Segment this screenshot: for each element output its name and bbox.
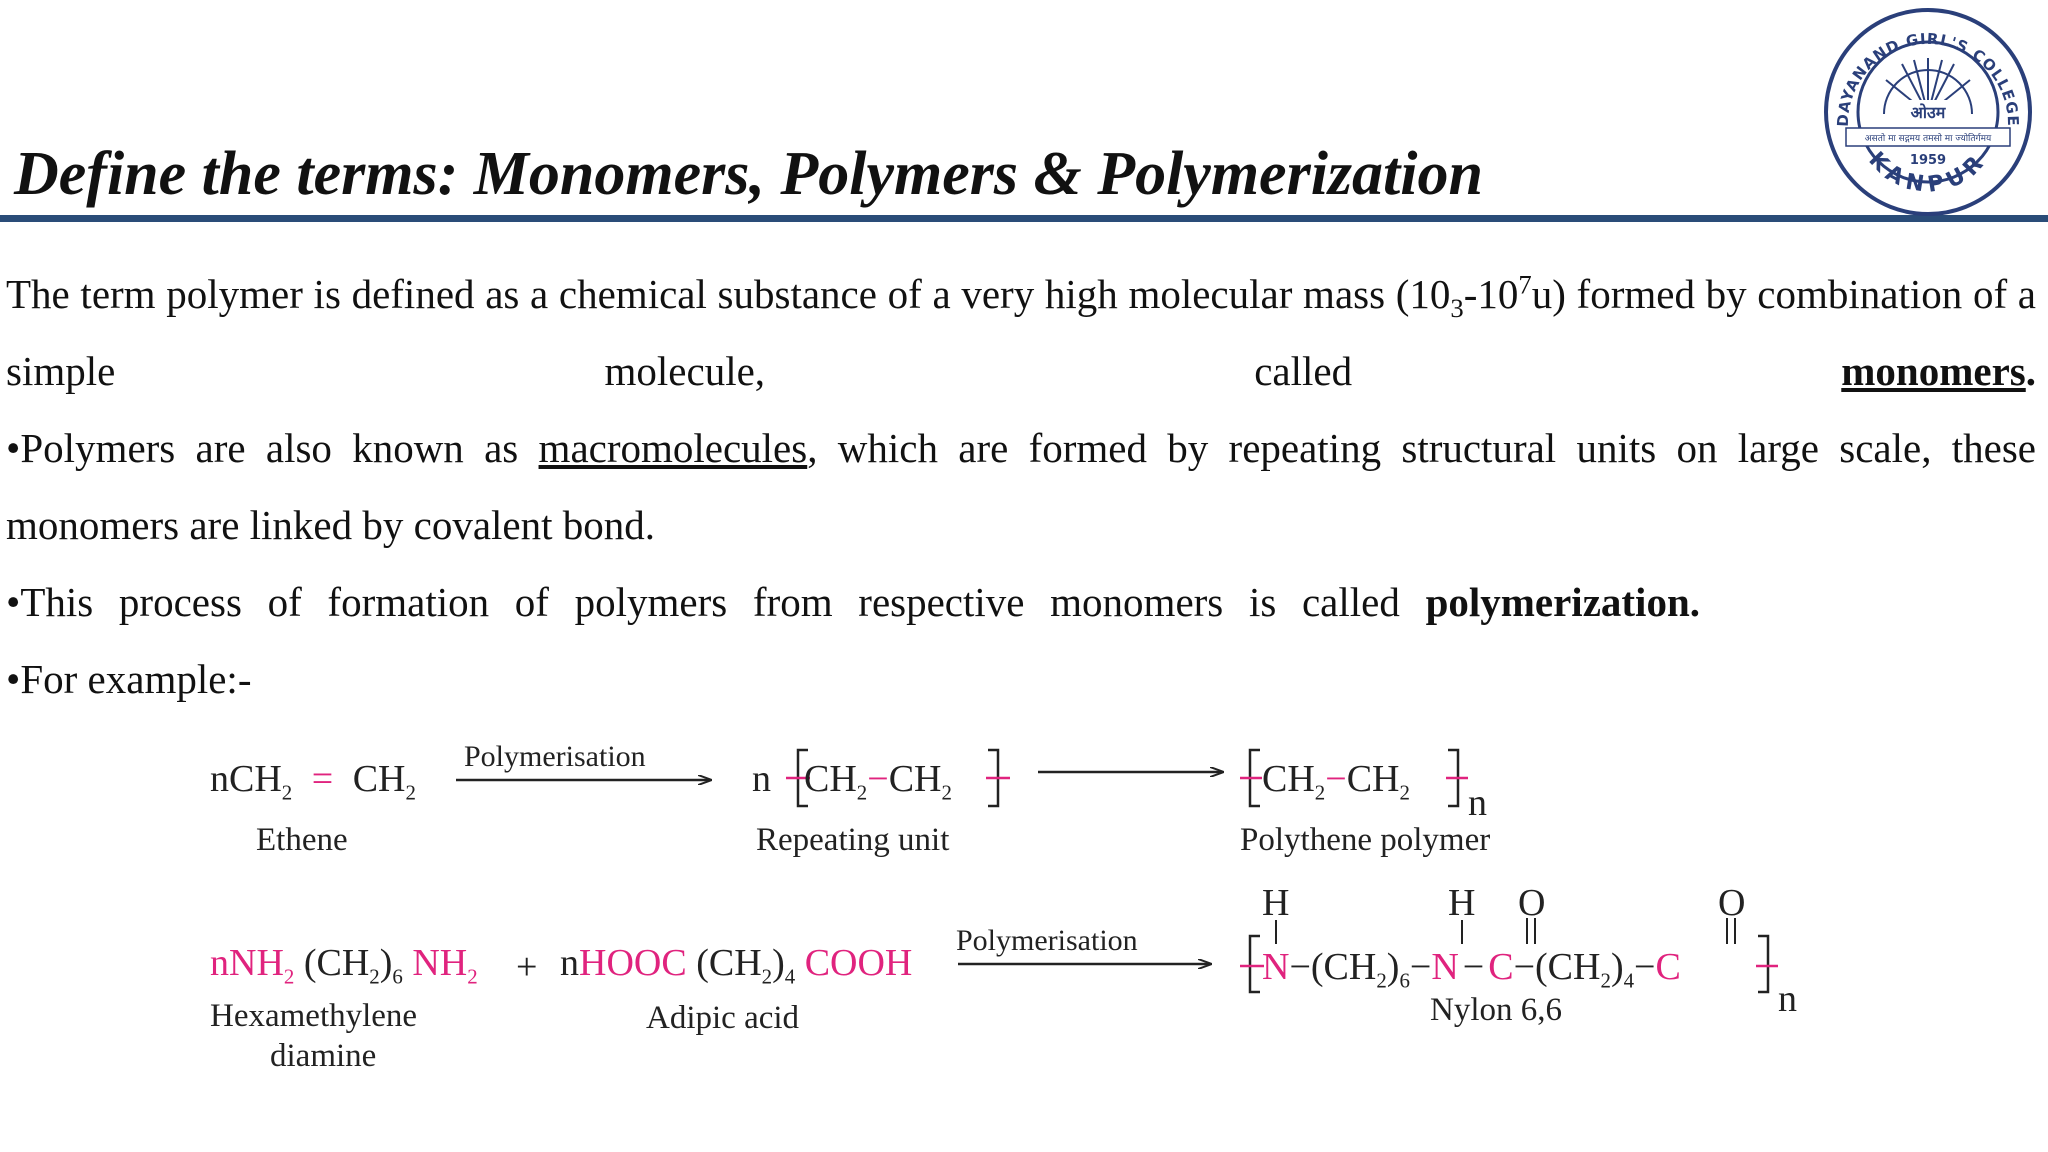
label-ethene: Ethene bbox=[256, 822, 348, 858]
plus-sign: + bbox=[516, 946, 538, 988]
label-hexamethylene: Hexamethylene bbox=[210, 998, 418, 1034]
term-macromolecules: macromolecules bbox=[538, 425, 808, 471]
polythene-n: n bbox=[1468, 782, 1487, 824]
paragraph-polymer-definition-line1: The term polymer is defined as a chemica… bbox=[6, 269, 2036, 394]
term-polymerization: polymerization. bbox=[1425, 579, 1700, 625]
polymerisation-label-2: Polymerisation bbox=[956, 924, 1138, 957]
nylon-o-1: O bbox=[1518, 882, 1546, 924]
label-repeating-unit: Repeating unit bbox=[756, 822, 950, 858]
polythene-formula: CH2−CH2 bbox=[1262, 758, 1410, 805]
college-logo: DAYANAND GIRL'S COLLEGE KANPUR ओउम असतो … bbox=[1824, 8, 2032, 216]
nylon-backbone: N−(CH2)6−N−C−(CH2)4−C bbox=[1262, 946, 1681, 993]
label-nylon: Nylon 6,6 bbox=[1430, 992, 1562, 1028]
logo-om: ओउम bbox=[1911, 103, 1947, 122]
nylon-bracket-left bbox=[1248, 934, 1260, 994]
hexamethylene-diamine-formula: nNH2 (CH2)6 NH2 bbox=[210, 942, 478, 989]
ethene-formula: nCH2 = CH2 bbox=[210, 758, 416, 805]
paragraph-macromolecules: •Polymers are also known as macromolecul… bbox=[6, 425, 2036, 548]
paragraph-for-example: •For example:- bbox=[6, 656, 252, 702]
nylon-h-1: H bbox=[1262, 882, 1290, 924]
repeating-unit-n: n bbox=[752, 758, 771, 800]
nylon-o-2: O bbox=[1718, 882, 1746, 924]
nylon-bracket-right bbox=[1758, 934, 1770, 994]
label-polythene: Polythene polymer bbox=[1240, 822, 1491, 858]
label-diamine: diamine bbox=[270, 1038, 377, 1074]
term-monomers: monomers bbox=[1841, 348, 2026, 394]
definition-text: The term polymer is defined as a chemica… bbox=[6, 256, 2036, 718]
title-divider bbox=[0, 215, 2048, 222]
label-adipic-acid: Adipic acid bbox=[646, 1000, 800, 1036]
nylon-n: n bbox=[1778, 978, 1797, 1020]
page-title: Define the terms: Monomers, Polymers & P… bbox=[14, 140, 1483, 208]
repeating-unit-formula: CH2−CH2 bbox=[804, 758, 952, 805]
polymerisation-label-1: Polymerisation bbox=[464, 740, 646, 773]
adipic-acid-formula: nHOOC (CH2)4 COOH bbox=[560, 942, 913, 989]
paragraph-polymerization: •This process of formation of polymers f… bbox=[6, 579, 1700, 625]
logo-year: 1959 bbox=[1910, 153, 1946, 168]
nylon-h-2: H bbox=[1448, 882, 1476, 924]
logo-motto: असतो मा सद्गमय तमसो मा ज्योतिर्गमय bbox=[1865, 132, 1992, 144]
